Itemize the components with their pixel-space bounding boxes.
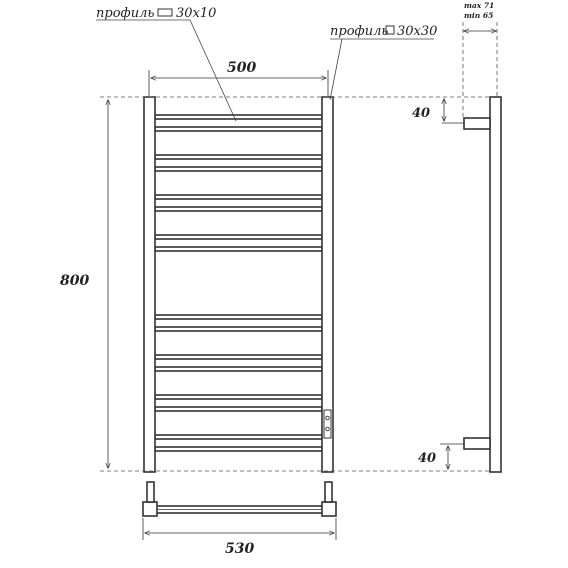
right-post-top <box>321 501 337 517</box>
post-profile-size: 30x30 <box>397 24 437 39</box>
rail-profile-callout: профиль 30x10 <box>96 6 237 122</box>
width-dimension: 500 <box>148 60 329 96</box>
bottom-bracket-value: 40 <box>418 451 436 466</box>
horizontal-rail <box>154 114 323 120</box>
horizontal-rail <box>154 206 323 212</box>
horizontal-rail <box>154 166 323 172</box>
side-view <box>463 96 502 473</box>
bottom-bracket-dimension: 40 <box>418 443 464 469</box>
square-icon <box>385 25 395 35</box>
offset-dimension: max 71 min 65 <box>462 1 498 118</box>
horizontal-rail <box>154 194 323 200</box>
horizontal-rail <box>154 406 323 412</box>
left-post-top <box>142 501 158 517</box>
rail-profile-label: профиль <box>96 6 154 21</box>
post-profile-callout: профиль 30x30 <box>329 24 437 101</box>
side-post <box>489 96 502 473</box>
height-value: 800 <box>60 273 89 289</box>
horizontal-rail <box>154 366 323 372</box>
top-bracket-dimension: 40 <box>412 99 464 124</box>
horizontal-rail <box>154 314 323 320</box>
top-bracket <box>463 117 491 130</box>
horizontal-rail <box>154 354 323 360</box>
horizontal-rail <box>154 446 323 452</box>
right-pipe-connector <box>324 481 333 503</box>
horizontal-rails <box>154 114 323 452</box>
height-dimension: 800 <box>60 100 108 468</box>
left-post <box>143 96 156 473</box>
horizontal-rail <box>154 154 323 160</box>
left-pipe-connector <box>146 481 155 503</box>
overall-width-dimension: 530 <box>142 518 337 557</box>
top-bracket-value: 40 <box>412 106 430 121</box>
horizontal-rail <box>154 126 323 132</box>
horizontal-rail <box>154 246 323 252</box>
horizontal-rail <box>154 394 323 400</box>
bottom-bracket <box>463 437 491 450</box>
rail-profile-size: 30x10 <box>176 6 216 21</box>
horizontal-rail <box>154 234 323 240</box>
post-profile-label: профиль <box>330 24 388 39</box>
overall-width-value: 530 <box>225 541 254 557</box>
width-value: 500 <box>227 60 256 76</box>
max-offset-label: max 71 <box>464 1 494 10</box>
flat-rectangle-icon <box>157 8 173 17</box>
front-view <box>143 96 334 473</box>
horizontal-rail <box>154 326 323 332</box>
horizontal-rail <box>154 434 323 440</box>
power-connector-icon <box>323 409 332 439</box>
top-view <box>142 481 337 517</box>
min-offset-label: min 65 <box>464 11 493 20</box>
